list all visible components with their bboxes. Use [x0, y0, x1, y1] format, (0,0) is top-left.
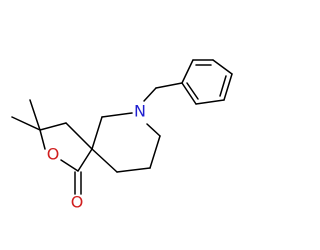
bond-c3-o: [39, 129, 46, 150]
benzene-ring: [181, 59, 233, 105]
molecule-structure: N O O: [11, 59, 233, 212]
bond-ar6-ar1: [181, 59, 194, 84]
bond-ar5-ar6-inner: [186, 82, 199, 100]
bond-c1-spiro: [77, 148, 93, 172]
lactone-ring: [39, 122, 93, 172]
bond-c8-spiro: [91, 116, 103, 150]
bond-ar4-ar5: [195, 99, 225, 105]
bond-ar3-ar4-inner: [219, 75, 227, 97]
bond-ar5-ar6: [181, 82, 197, 105]
bond-ar3-ar4: [223, 73, 233, 101]
bond-ch2-n: [143, 87, 157, 102]
bond-c12-n: [146, 123, 161, 137]
bond-c3-methyl-up: [29, 99, 41, 131]
bond-spiro-c4: [65, 122, 93, 150]
nitrogen-label: N: [134, 102, 146, 121]
bond-n-c8: [101, 112, 133, 118]
bond-c3-methyl-left: [11, 116, 41, 131]
carbonyl-oxygen-label: O: [71, 193, 84, 212]
bond-ar2-ar3: [212, 59, 233, 75]
bond-spiro-c10: [91, 148, 118, 173]
ring-oxygen-label: O: [47, 145, 60, 164]
piperidine-ring: [91, 112, 161, 173]
bond-o-c1: [60, 159, 79, 172]
bond-ring-ch2: [155, 82, 183, 89]
bond-c11-c12: [149, 135, 161, 169]
bond-c4-c3: [39, 122, 67, 131]
bond-c10-c11: [116, 167, 151, 173]
